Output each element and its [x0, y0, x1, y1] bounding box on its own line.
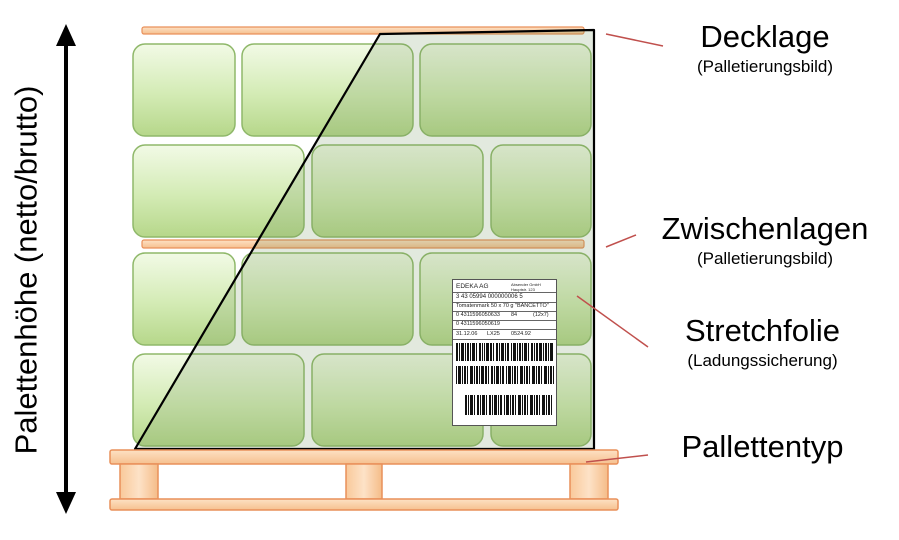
barcode — [465, 395, 552, 415]
intermediate-sheet — [141, 239, 585, 249]
carton — [311, 144, 484, 238]
leader-stretchfolie — [576, 295, 649, 348]
leader-zwischenlagen — [605, 234, 637, 248]
pallet-height-label: Palettenhöhe (netto/brutto) — [2, 30, 50, 510]
leader-decklage — [605, 33, 664, 47]
label-product: Tomatenmark 50 x 70 g "BANCETTO" — [456, 303, 549, 309]
pallet-block — [345, 463, 383, 500]
carton — [241, 252, 414, 346]
pallet — [109, 449, 619, 511]
pallet-top-deck — [109, 449, 619, 465]
label-sscc: 3 43 05994 000000006 5 — [456, 294, 523, 300]
pallet-bottom-deck — [109, 498, 619, 511]
callout-pallettentyp: Pallettentyp — [660, 428, 865, 466]
label-gtin-unit: 0 4311596050619 — [456, 321, 500, 327]
pallet-block — [119, 463, 159, 500]
leader-pallettentyp — [585, 454, 649, 463]
carton — [132, 353, 305, 447]
pallet-height-text: Palettenhöhe (netto/brutto) — [8, 85, 43, 455]
label-date: 31.12.06 — [456, 331, 478, 337]
barcode — [456, 343, 553, 361]
carton — [132, 144, 305, 238]
carton — [132, 43, 236, 137]
carton — [490, 144, 592, 238]
callout-zwischenlagen-subtitle: (Palletierungsbild) — [696, 249, 834, 268]
label-gtin-content: 0 4311596050633 — [456, 312, 500, 318]
label-lot: 0524.92 — [511, 331, 531, 337]
callout-decklage-subtitle: (Palletierungsbild) — [696, 57, 834, 76]
callout-zwischenlagen-title: Zwischenlagen — [661, 211, 869, 246]
layer-1 — [132, 43, 592, 137]
carton — [419, 43, 592, 137]
layer-2 — [132, 144, 592, 238]
callout-stretchfolie-subtitle: (Ladungssicherung) — [687, 351, 838, 370]
label-company: EDEKA AG — [456, 283, 489, 290]
callout-stretchfolie-title: Stretchfolie — [684, 313, 841, 348]
callout-pallettentyp-title: Pallettentyp — [681, 429, 844, 464]
callout-decklage-title: Decklage — [700, 19, 830, 54]
callout-zwischenlagen: Zwischenlagen (Palletierungsbild) — [640, 210, 890, 270]
shipping-label: EDEKA AG Absender GmbH Hauptstr. 123 3 4… — [452, 279, 557, 426]
label-pack: (12x7) — [533, 312, 549, 318]
pallet-block — [569, 463, 609, 500]
label-quantity: 84 — [511, 312, 518, 318]
height-arrow — [56, 24, 76, 514]
callout-stretchfolie: Stretchfolie (Ladungssicherung) — [650, 312, 875, 372]
leader-lines — [576, 33, 664, 463]
barcode — [456, 366, 554, 384]
label-batch: LX25 — [487, 331, 500, 337]
callout-decklage: Decklage (Palletierungsbild) — [660, 18, 870, 78]
label-sender: Absender GmbH Hauptstr. 123 — [511, 282, 541, 292]
carton — [241, 43, 414, 137]
